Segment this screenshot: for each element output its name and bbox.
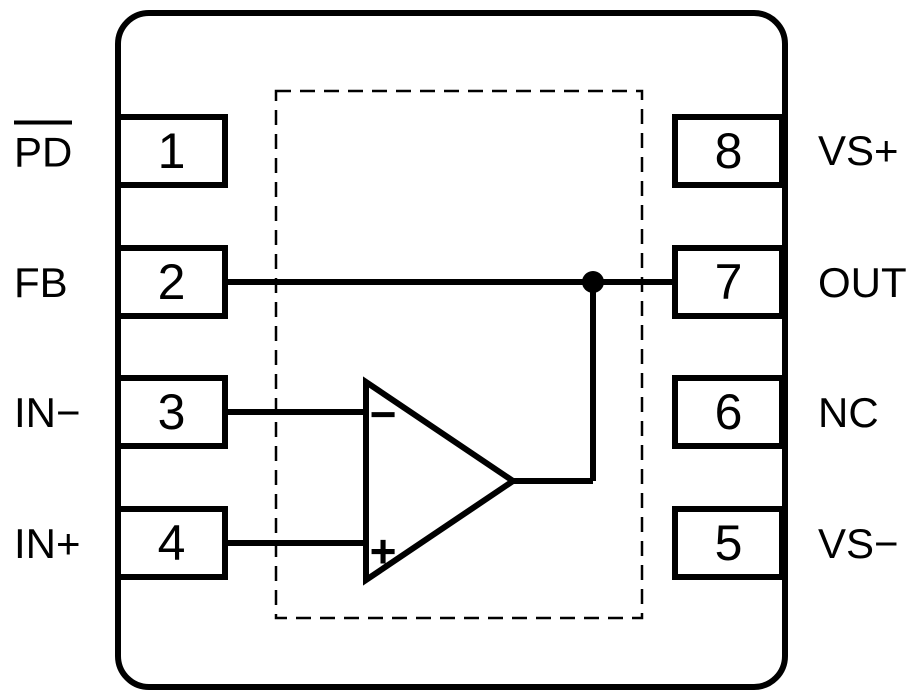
opamp-noninverting-input-sign: + [369,525,397,577]
pin-label-vs-plus: VS+ [818,130,899,172]
pin-number: 2 [157,254,186,310]
pin-label-text: VS+ [818,127,899,174]
pin-number: 6 [714,384,743,440]
pin-box-7: 7 [672,245,785,319]
pin-number: 4 [157,515,186,571]
pin-box-3: 3 [115,375,228,449]
pin-box-4: 4 [115,506,228,580]
junction-dot [582,271,604,293]
pin-number: 8 [714,123,743,179]
pin-label-nc: NC [818,392,879,434]
pin-box-2: 2 [115,245,228,319]
pin-number: 3 [157,384,186,440]
pin-label-out: OUT [818,262,907,304]
pin-box-5: 5 [672,506,785,580]
pin-number: 1 [157,123,186,179]
ic-package-outline [115,10,788,690]
pin-label-text: NC [818,389,879,436]
pin-label-text: VS− [818,520,899,567]
pin-box-6: 6 [672,375,785,449]
pin-label-text: IN+ [14,520,81,567]
pin-box-8: 8 [672,114,785,188]
pin-number: 5 [714,515,743,571]
opamp-inverting-input-sign: − [369,388,397,440]
pin-label-text: FB [14,259,68,306]
pin-label-text: IN− [14,389,81,436]
pin-label-in-minus: IN− [14,392,81,434]
opamp-triangle [363,376,519,586]
pin-label-text: OUT [818,259,907,306]
pin-label-text: PD [14,120,73,174]
pin-label-vs-minus: VS− [818,523,899,565]
pin-number: 7 [714,254,743,310]
functional-block-dashed-outline [274,89,644,620]
pin-label-in-plus: IN+ [14,523,81,565]
pin-box-1: 1 [115,114,228,188]
pin-label-fb: FB [14,262,68,304]
pin-label-pd: PD [14,120,73,174]
